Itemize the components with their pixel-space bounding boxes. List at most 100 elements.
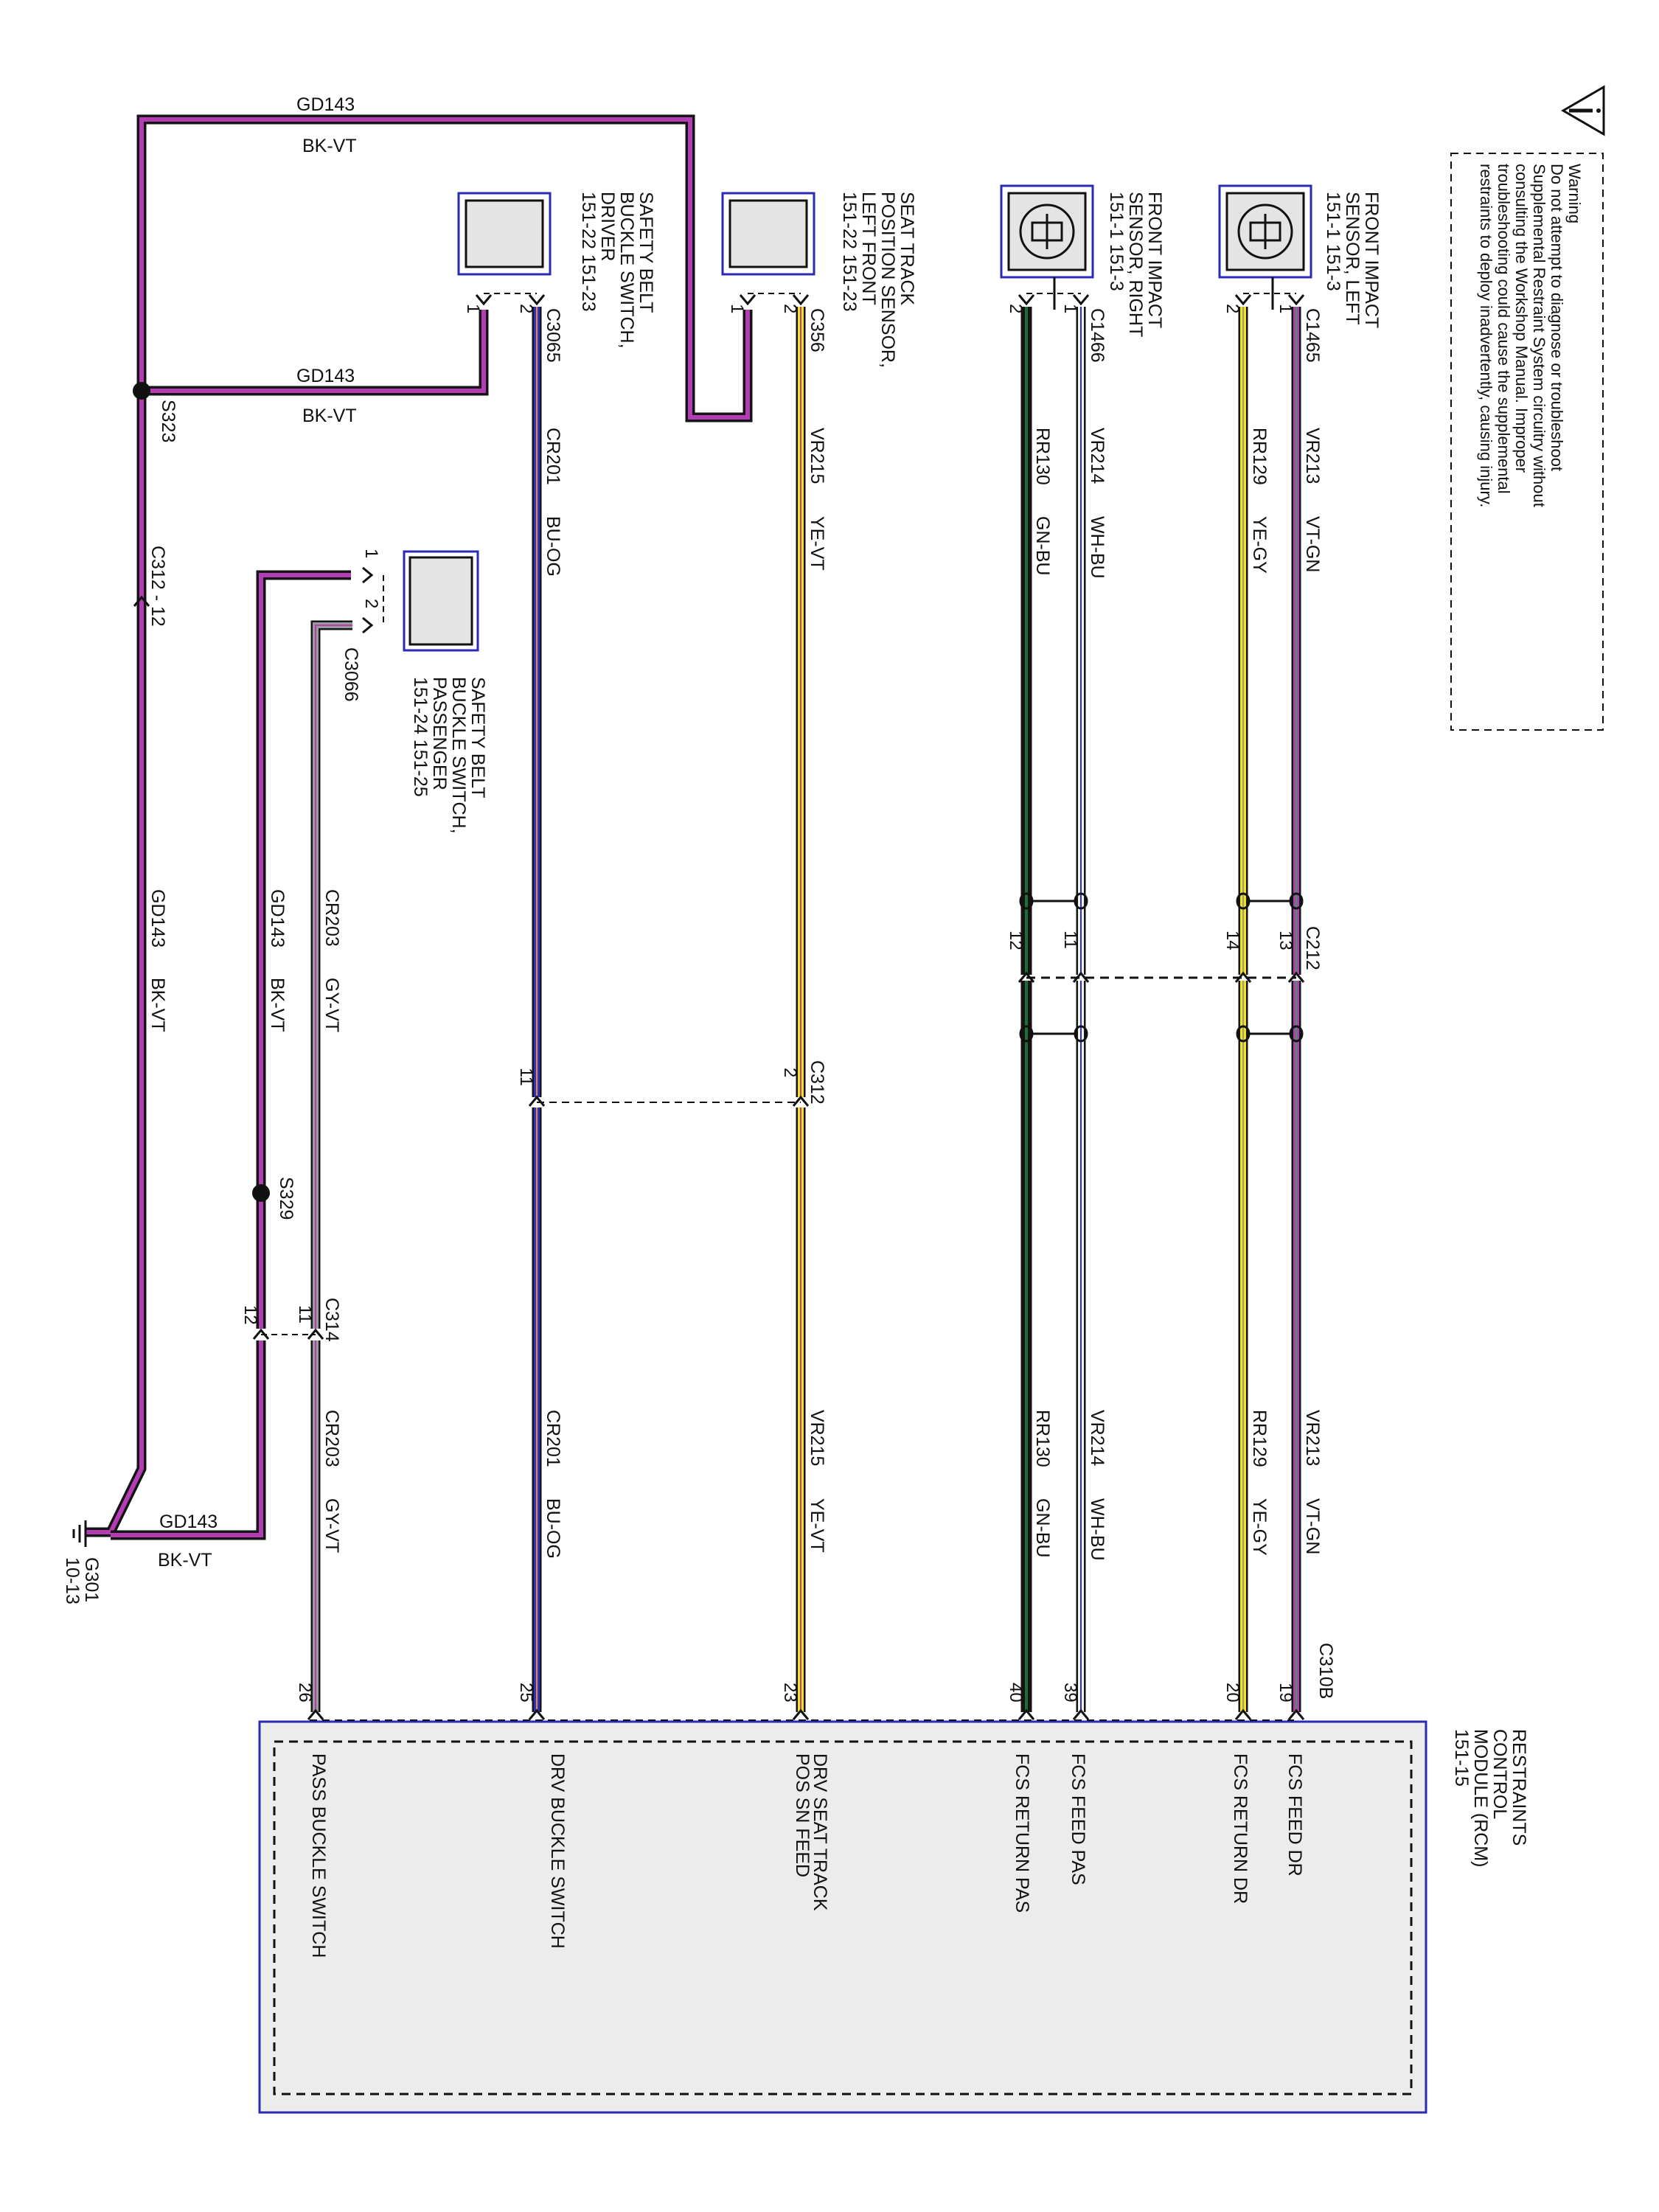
seat-track-label: 151-22 151-23 [839,192,860,312]
wire-label: VR213 [1302,1410,1323,1466]
wire-label: YE-VT [807,516,827,571]
pin-number: 11 [516,1068,536,1086]
rcm-label: MODULE (RCM) [1470,1729,1491,1868]
wire-label: BK-VT [302,136,357,156]
wire-label: YE-GY [1249,1498,1270,1556]
rcm-label: CONTROL [1489,1729,1510,1819]
pin-number: 1 [1276,304,1295,313]
rcm-label: RESTRAINTS [1509,1729,1529,1846]
rcm-module [258,1720,1427,2114]
belt-passenger-switch [403,550,479,652]
connector-c312-12-label: C312 - 12 [147,546,168,627]
connector-c312-label: C312 [807,1060,827,1105]
wire-label: RR129 [1249,1410,1270,1467]
belt-driver-label: SAFETY BELT [636,192,656,313]
wire-label: GN-BU [1032,516,1053,576]
wire-label: GD143 [147,889,168,947]
wire-label: VT-GN [1302,516,1323,572]
wire-label: CR201 [543,1410,563,1467]
fis-left-label: FRONT IMPACT [1361,192,1382,328]
seat-track-label: POSITION SENSOR, [877,192,898,368]
wire-label: BK-VT [147,978,168,1032]
rcm-label: 151-15 [1451,1729,1472,1787]
splice-s329-label: S329 [276,1177,296,1220]
pin-number: 11 [295,1305,315,1324]
ground-ref: 10-13 [62,1557,83,1604]
wire-labels: GD143 BK-VT GD143 BK-VT GD143 BK-VT VR21… [147,94,1323,1571]
wire-label: BU-OG [543,516,563,577]
pin-number: 26 [295,1683,315,1703]
pin-number: 40 [1006,1683,1026,1703]
ground-id: G301 [81,1557,102,1602]
wire-label: VR215 [807,1410,827,1466]
rcm-pin-drv-buckle: DRV BUCKLE SWITCH [547,1753,568,1949]
connector-c310b-label: C310B [1315,1643,1336,1699]
seat-track-label: SEAT TRACK [897,192,917,306]
wire-label: VR214 [1087,1410,1107,1467]
wire-cr203 [310,620,352,1712]
connector-c1465-label: C1465 [1302,308,1323,363]
wire-label: CR203 [321,1410,342,1467]
connector-c314-label: C314 [321,1298,342,1342]
rcm-module-inner [273,1740,1413,2096]
pin-numbers: 1 2 1 2 2 1 2 1 1 2 13 14 11 12 2 11 11 … [240,304,1295,1703]
belt-passenger-label: 151-24 151-25 [410,677,431,797]
belt-passenger-label: BUCKLE SWITCH, [448,677,469,834]
fis-right-label: SENSOR, RIGHT [1125,192,1146,337]
pin-arrow [133,294,1305,1720]
wire-label: RR130 [1032,428,1053,485]
wire-gd143 [86,114,753,1540]
fis-left-label: SENSOR, LEFT [1342,192,1363,325]
rcm-pin-fcs-feed-pas: FCS FEED PAS [1068,1753,1088,1885]
splice-s323-label: S323 [158,400,178,442]
warning-title: Warning [1565,164,1584,223]
belt-driver-label: 151-22 151-23 [578,192,599,312]
connector-c1466-label: C1466 [1087,308,1107,363]
connector-c3065-label: C3065 [543,308,563,363]
fis-right-label: FRONT IMPACT [1144,192,1165,328]
rcm-pin-pass-buckle: PASS BUCKLE SWITCH [308,1753,329,1958]
wire-label: CR201 [543,428,563,485]
wire-label: RR130 [1032,1410,1053,1467]
pin-number: 25 [516,1683,536,1703]
fis-left-label: 151-1 151-3 [1323,192,1343,291]
wire-label: BK-VT [302,406,357,426]
wire-label: WH-BU [1087,516,1107,579]
wire-label: VT-GN [1302,1498,1323,1554]
wire-label: GD143 [159,1512,218,1532]
pin-number: 2 [516,304,536,313]
wire-label: GD143 [267,889,288,947]
warning-line: consulting the Workshop Manual. Improper [1512,164,1531,473]
wire-label: WH-BU [1087,1498,1107,1561]
warning-icon [1561,85,1605,136]
wire-label: BK-VT [267,978,288,1032]
wire-label: VR215 [807,428,827,484]
fis-right-sensor [1000,184,1094,279]
belt-passenger-label: PASSENGER [429,677,450,790]
pin-number: 1 [463,304,483,313]
rcm-pin-drv-seat-track: DRV SEAT TRACK [810,1753,830,1911]
belt-driver-label: BUCKLE SWITCH, [616,192,637,349]
wire-label: YE-GY [1249,516,1270,574]
pin-number: 2 [1222,304,1242,313]
pin-number: 12 [240,1305,260,1325]
connector-c212-label: C212 [1302,926,1323,970]
splice-s323 [133,382,150,400]
belt-driver-switch [457,192,552,276]
wire-label: VR214 [1087,428,1107,484]
wire-label: CR203 [321,889,342,947]
ground-icon [72,1520,87,1547]
connector-c3066-label: C3066 [341,647,361,702]
wire-label: YE-VT [807,1498,827,1553]
pin-number: 1 [727,304,747,313]
wire-label: GN-BU [1032,1498,1053,1558]
rcm-pin-fcs-return-dr: FCS RETURN DR [1230,1753,1251,1904]
splice-s329 [252,1184,270,1202]
seat-track-sensor [721,192,815,276]
rcm-pin-fcs-return-pas: FCS RETURN PAS [1012,1753,1032,1913]
pin-number: 1 [1060,304,1080,313]
warning-line: Do not attempt to diagnose or troublesho… [1548,164,1566,471]
rcm-pin-drv-seat-track: POS SN FEED [792,1753,813,1877]
wire-label: BK-VT [158,1550,212,1571]
pin-number: 14 [1222,931,1242,950]
